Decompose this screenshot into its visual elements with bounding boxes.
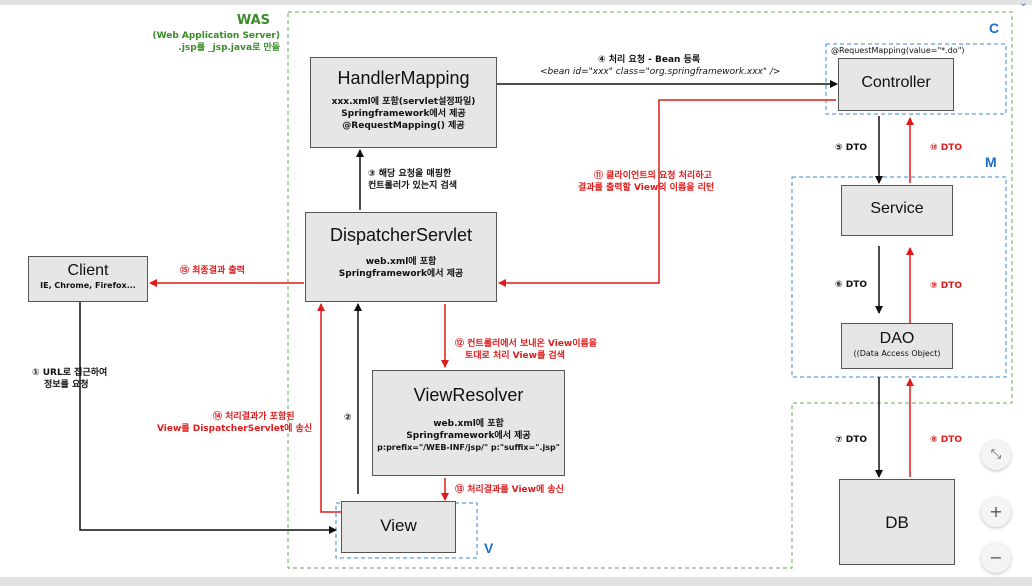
was-subtitle: (Web Application Server): [152, 31, 281, 41]
dao-subtitle: ((Data Access Object): [853, 349, 941, 358]
step4-label: <bean id="xxx" class="org.springframewor…: [540, 67, 781, 77]
zoom-in-button[interactable]: +: [981, 497, 1011, 527]
step1-label: 정보를 요청: [44, 380, 89, 390]
service-box: Service: [841, 185, 953, 236]
client-title: Client: [67, 262, 109, 279]
step9-label: ⑨ DTO: [930, 281, 963, 291]
view-box: View: [341, 501, 456, 553]
step11-label: ⑪ 클라이언트의 요청 처리하고: [594, 171, 712, 181]
step12-label: ⑫ 컨트롤러에서 보내온 View이름을: [455, 339, 598, 349]
request-mapping-annotation: @RequestMapping(value="*.do"): [831, 46, 965, 55]
arrow-step11: [498, 99, 836, 287]
dispatcher-servlet-title: DispatcherServlet: [329, 225, 473, 245]
view-resolver-line: web.xml에 포함: [433, 419, 504, 429]
db-box: DB: [839, 479, 955, 565]
step3-label: ③ 해당 요청을 매핑한: [368, 169, 452, 179]
step13-label: ⑬ 처리결과를 View에 송신: [455, 485, 564, 495]
step12-label: 토대로 처리 View를 검색: [465, 351, 565, 361]
view-resolver-title: ViewResolver: [413, 385, 524, 405]
view-resolver-line: p:prefix="/WEB-INF/jsp/" p:"suffix=".jsp…: [377, 443, 560, 452]
handler-mapping-line: Springframework에서 제공: [341, 109, 466, 119]
step6-label: ⑥ DTO: [835, 280, 868, 290]
step7-label: ⑦ DTO: [835, 435, 868, 445]
chevron-down-icon[interactable]: ⌄: [1018, 0, 1028, 9]
handler-mapping-title: HandlerMapping: [337, 68, 470, 88]
zone-label-m: M: [985, 154, 997, 170]
controller-box: Controller: [838, 58, 954, 111]
client-subtitle: IE, Chrome, Firefox...: [40, 281, 136, 290]
zone-label-v: V: [484, 540, 494, 556]
dispatcher-servlet-box: DispatcherServlet web.xml에 포함 Springfram…: [305, 212, 497, 302]
arrow-step14: [317, 303, 342, 513]
step14-label: ⑭ 처리결과가 포함된: [213, 412, 295, 422]
dao-box: DAO ((Data Access Object): [841, 323, 953, 369]
zone-label-c: C: [989, 20, 1000, 36]
step14-label: View를 DispatcherServlet에 송신: [157, 424, 313, 434]
dao-title: DAO: [879, 330, 915, 347]
handler-mapping-line: @RequestMapping() 제공: [342, 121, 465, 131]
arrow-step1: [79, 302, 337, 534]
minus-icon: −: [989, 548, 1003, 567]
was-boundary: [287, 11, 1013, 569]
step5-label: ⑤ DTO: [835, 143, 868, 153]
top-scrollbar: [0, 0, 1032, 5]
fit-screen-icon: ⤡: [990, 447, 1002, 462]
step4-label: ④ 처리 요청 - Bean 등록: [598, 55, 701, 65]
was-title: WAS: [236, 13, 270, 28]
view-resolver-line: Springframework에서 제공: [406, 431, 531, 441]
plus-icon: +: [989, 502, 1003, 521]
dispatcher-servlet-line: web.xml에 포함: [365, 257, 437, 267]
step8-label: ⑧ DTO: [930, 435, 963, 445]
zoom-out-button[interactable]: −: [981, 543, 1011, 573]
dispatcher-servlet-line: Springframework에서 제공: [338, 269, 464, 279]
model-zone: [791, 176, 1007, 378]
step1-label: ① URL로 접근하여: [32, 368, 108, 378]
view-resolver-box: ViewResolver web.xml에 포함 Springframework…: [372, 370, 565, 476]
controller-zone: [825, 43, 1007, 115]
handler-mapping-box: HandlerMapping xxx.xml에 포함(servlet설정파일) …: [310, 57, 497, 148]
step11-label: 결과를 출력할 View의 이름을 리턴: [578, 183, 715, 193]
fit-screen-button[interactable]: ⤡: [981, 440, 1011, 470]
step15-label: ⑮ 최종결과 출력: [180, 266, 245, 276]
view-title: View: [380, 516, 417, 535]
step10-label: ⑩ DTO: [930, 143, 963, 153]
controller-title: Controller: [861, 74, 931, 91]
was-subtitle-jsp: .jsp를 _jsp.java로 만들: [178, 43, 280, 53]
step2-label: ②: [344, 413, 352, 423]
step3-label: 컨트롤러가 있는지 검색: [368, 181, 458, 191]
service-title: Service: [870, 200, 924, 217]
client-box: Client IE, Chrome, Firefox...: [28, 256, 148, 302]
handler-mapping-line: xxx.xml에 포함(servlet설정파일): [331, 97, 476, 107]
bottom-scrollbar: [0, 577, 1032, 586]
db-title: DB: [885, 513, 909, 532]
